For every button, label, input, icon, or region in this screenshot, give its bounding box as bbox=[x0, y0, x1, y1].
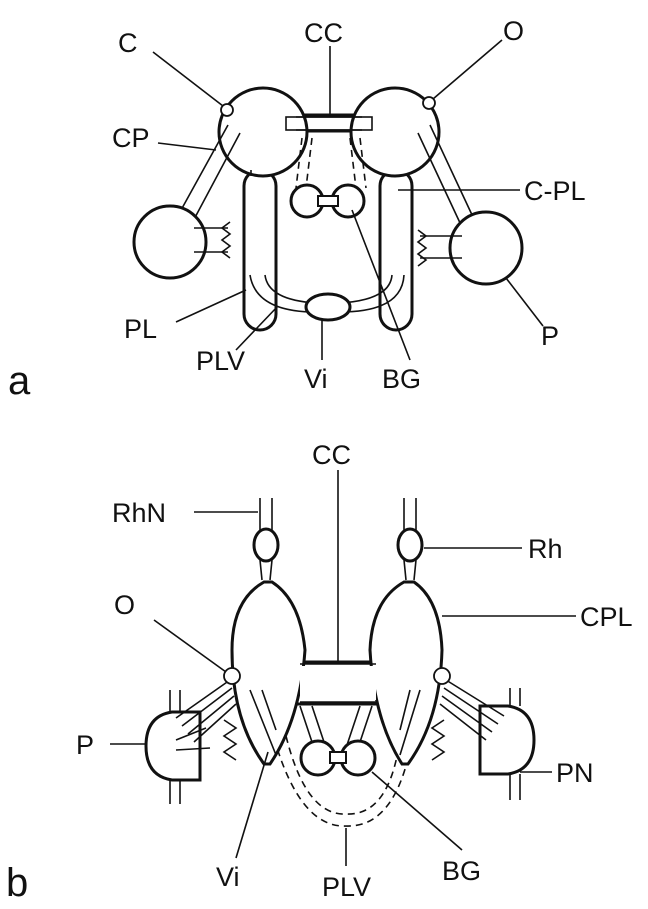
pleural-ganglion-right bbox=[380, 170, 412, 330]
label-cp: CP bbox=[112, 123, 150, 153]
label-plv: PLV bbox=[196, 346, 245, 376]
visceral-ganglion bbox=[306, 294, 350, 320]
panel-b: CC RhN Rh O CPL P PN Vi BG PLV b bbox=[6, 440, 633, 904]
cerebral-ganglion-left bbox=[219, 88, 307, 176]
label-p-b: P bbox=[76, 730, 94, 760]
panel-letter-a: a bbox=[8, 359, 31, 403]
label-pl: PL bbox=[124, 314, 157, 344]
label-bg-b: BG bbox=[442, 856, 481, 886]
label-p: P bbox=[541, 321, 559, 351]
statocyst-left-b bbox=[224, 668, 240, 684]
label-rhn: RhN bbox=[112, 498, 166, 528]
label-vi: Vi bbox=[304, 364, 328, 394]
label-o: O bbox=[503, 16, 524, 46]
label-bg: BG bbox=[382, 364, 421, 394]
rhinophore-nerve-left bbox=[260, 498, 272, 530]
label-o-b: O bbox=[114, 590, 135, 620]
label-pn: PN bbox=[556, 758, 594, 788]
rhinophore-ganglion-left bbox=[254, 529, 278, 561]
label-cpl: CPL bbox=[580, 602, 633, 632]
label-rh: Rh bbox=[528, 534, 563, 564]
pleural-ganglion-left bbox=[244, 170, 276, 330]
statocyst-right-b bbox=[434, 668, 450, 684]
pedal-ganglion-left bbox=[134, 206, 206, 278]
pedal-ganglion-left-b bbox=[146, 712, 200, 780]
buccal-ganglia-b bbox=[300, 706, 375, 775]
label-cc-b: CC bbox=[312, 440, 351, 470]
label-c: C bbox=[118, 28, 138, 58]
label-c-pl: C-PL bbox=[524, 176, 586, 206]
panel-letter-b: b bbox=[6, 861, 28, 904]
label-vi-b: Vi bbox=[216, 862, 240, 892]
pedal-ganglion-right bbox=[450, 212, 522, 284]
pedal-ganglion-right-b bbox=[480, 706, 534, 774]
panel-a: C CC O CP C-PL PL PLV Vi BG P a bbox=[8, 16, 586, 403]
label-plv-b: PLV bbox=[322, 872, 371, 902]
rhinophore-ganglion-right bbox=[398, 529, 422, 561]
rhinophore-nerve-right bbox=[404, 498, 416, 530]
label-cc: CC bbox=[304, 18, 343, 48]
